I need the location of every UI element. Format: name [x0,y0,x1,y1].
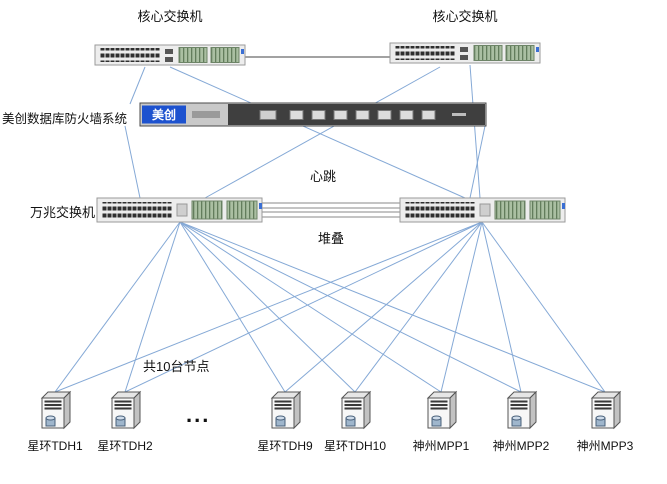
link-line [469,64,481,199]
label-server-tdh1: 星环TDH1 [27,439,83,453]
label-core-switch-right: 核心交换机 [432,9,498,24]
link-line [440,221,483,393]
link-line [179,221,286,393]
firewall-ports [289,110,466,120]
label-server-mpp2: 神州MPP2 [492,439,550,453]
label-stack: 堆叠 [317,231,344,246]
stack-links [257,202,405,218]
link-line [481,221,522,393]
ten-gig-switch-right-device [399,197,566,223]
ten-gig-switch-left-device [96,197,263,223]
link-line [179,221,522,393]
label-node-count: 共10台节点 [143,359,210,374]
link-line [124,221,181,393]
label-server-tdh10: 星环TDH10 [323,439,386,453]
stack-link-bar [257,211,405,218]
link-line [204,66,441,199]
server-icon [41,391,71,429]
uplink-lines [124,64,486,199]
link-line [54,221,181,393]
server-icon [271,391,301,429]
server-icon [427,391,457,429]
label-server-tdh2: 星环TDH2 [97,439,153,453]
firewall-mgmt-port [259,110,277,120]
label-ten-gig-switch: 万兆交换机 [30,205,96,220]
server-nodes [41,391,621,429]
server-icon [111,391,141,429]
access-lines [54,221,606,393]
firewall-logo-block [142,105,186,124]
firewall-console-port [192,111,220,118]
link-line [179,221,606,393]
label-server-tdh9: 星环TDH9 [257,439,313,453]
label-server-mpp3: 神州MPP3 [576,439,634,453]
stack-link-bar [257,202,405,209]
server-icon [507,391,537,429]
link-line [54,221,483,393]
firewall-device: 美创 [139,102,487,127]
core-switch-right-device [389,42,541,64]
label-server-mpp1: 神州MPP1 [412,439,470,453]
server-icon [591,391,621,429]
link-line [124,221,483,393]
firewall-logo-text: 美创 [152,107,176,122]
link-line [179,221,442,393]
link-line [284,221,483,393]
link-line [481,221,606,393]
server-icon [341,391,371,429]
link-line [129,66,146,105]
label-heartbeat: 心跳 [309,169,336,184]
link-line [169,66,466,199]
link-line [354,221,483,393]
label-ellipsis: ... [186,402,211,427]
label-firewall-system: 美创数据库防火墙系统 [2,112,128,126]
link-line [124,125,141,199]
label-core-switch-left: 核心交换机 [137,9,203,24]
link-line [469,125,486,199]
core-switch-left-device [94,44,246,66]
